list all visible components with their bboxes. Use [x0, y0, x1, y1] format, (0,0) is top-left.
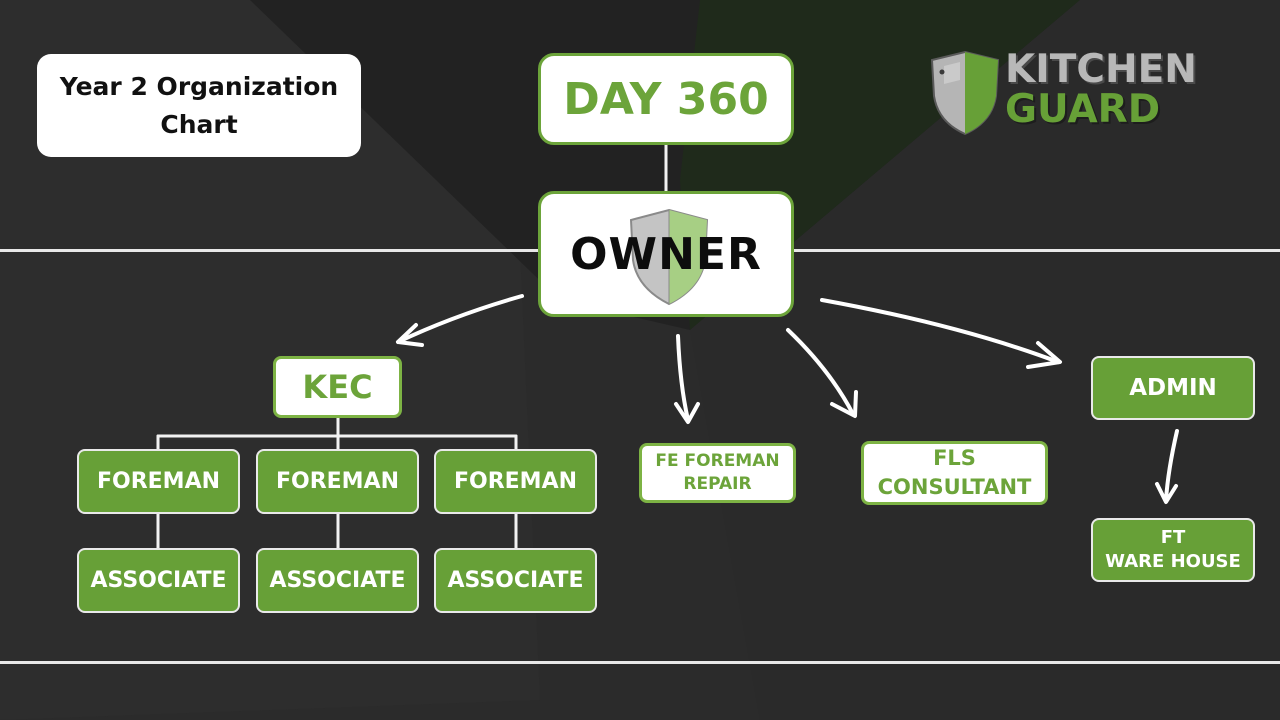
title-card: Year 2 Organization Chart — [37, 54, 361, 157]
foreman-box: FOREMAN — [434, 449, 597, 514]
arrow-owner-fe-head — [674, 402, 700, 424]
associate-label: ASSOCIATE — [447, 568, 584, 593]
foreman-label: FOREMAN — [453, 469, 578, 494]
associate-label: ASSOCIATE — [269, 568, 406, 593]
foreman-box: FOREMAN — [256, 449, 419, 514]
ft-warehouse-box: FT WARE HOUSE — [1091, 518, 1255, 582]
arrow-owner-admin-head — [1026, 341, 1062, 369]
title-text: Year 2 Organization Chart — [59, 71, 339, 139]
kec-label: KEC — [302, 368, 373, 406]
kec-box: KEC — [273, 356, 402, 418]
admin-label: ADMIN — [1129, 375, 1217, 401]
arrow-admin-ft — [1164, 429, 1179, 502]
logo-kitchen-text: KITCHEN — [1005, 47, 1197, 92]
foreman-label: FOREMAN — [275, 469, 400, 494]
ft-line1: FT — [1160, 527, 1186, 548]
fe-foreman-repair-box: FE FOREMAN REPAIR — [639, 443, 796, 503]
fls-line2: CONSULTANT — [877, 475, 1032, 499]
divider-line-bottom — [0, 661, 1280, 664]
fls-line1: FLS — [933, 446, 976, 470]
arrow-owner-fls-head — [830, 390, 858, 418]
kitchen-guard-logo: KITCHEN GUARD — [930, 50, 1230, 140]
fe-foreman-line1: FE FOREMAN — [655, 451, 780, 471]
day-360-box: DAY 360 — [538, 53, 794, 145]
associate-label: ASSOCIATE — [90, 568, 227, 593]
arrow-admin-ft-head — [1155, 482, 1178, 504]
owner-label: OWNER — [570, 228, 762, 280]
foreman-label: FOREMAN — [96, 469, 221, 494]
shield-icon — [930, 50, 1000, 136]
arrow-owner-fe — [676, 334, 690, 422]
arrow-owner-kec — [396, 294, 524, 344]
admin-box: ADMIN — [1091, 356, 1255, 420]
ft-line2: WARE HOUSE — [1105, 551, 1241, 572]
fls-consultant-box: FLS CONSULTANT — [861, 441, 1048, 505]
associate-box: ASSOCIATE — [256, 548, 419, 613]
foreman-box: FOREMAN — [77, 449, 240, 514]
logo-guard-text: GUARD — [1005, 87, 1161, 132]
associate-box: ASSOCIATE — [434, 548, 597, 613]
shield-icon — [629, 208, 709, 306]
owner-box: OWNER — [538, 191, 794, 317]
associate-box: ASSOCIATE — [77, 548, 240, 613]
arrow-owner-admin — [820, 298, 1060, 364]
arrow-owner-kec-head — [396, 323, 424, 347]
arrow-owner-fls — [786, 328, 855, 416]
day-label: DAY 360 — [563, 73, 769, 125]
fe-foreman-line2: REPAIR — [683, 474, 752, 494]
